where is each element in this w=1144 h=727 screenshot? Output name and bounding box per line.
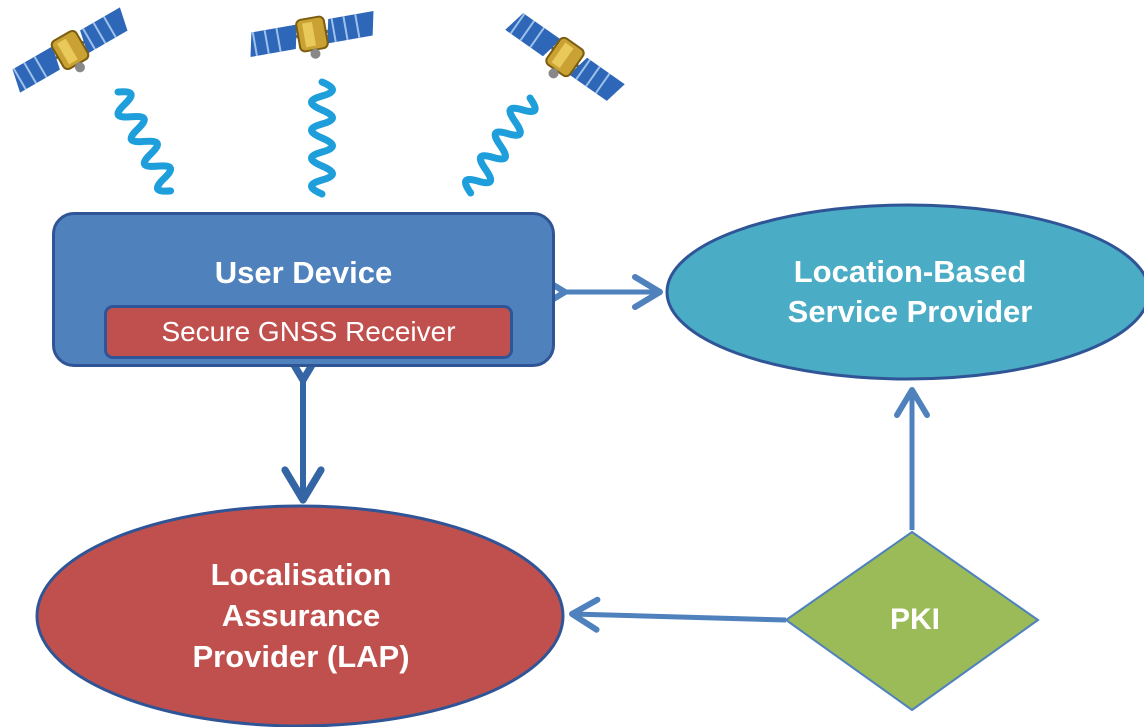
gnss-signal-icon bbox=[462, 92, 539, 198]
satellite-icon bbox=[496, 5, 629, 117]
user-device-title: User Device bbox=[214, 255, 393, 290]
lap-label-line3: Provider (LAP) bbox=[192, 639, 410, 674]
lbs-provider-node bbox=[665, 203, 1144, 381]
lap-node bbox=[35, 504, 565, 727]
satellite-icon bbox=[244, 5, 382, 72]
lap-label-line1: Localisation bbox=[210, 557, 392, 592]
gnss-signal-icon bbox=[109, 87, 180, 196]
lbs-provider-label: Location-Based Service Provider bbox=[725, 252, 1095, 332]
pki-label: PKI bbox=[889, 603, 940, 636]
gnss-signal-icon bbox=[312, 82, 333, 194]
lbs-provider-label-line2: Service Provider bbox=[787, 294, 1033, 329]
lap-label: Localisation Assurance Provider (LAP) bbox=[95, 554, 507, 677]
pki-node bbox=[784, 530, 1040, 712]
arrow-pki-lap bbox=[569, 596, 787, 633]
lbs-provider-label-line1: Location-Based bbox=[793, 254, 1027, 289]
secure-gnss-receiver: Secure GNSS Receiver bbox=[104, 305, 513, 359]
lap-label-line2: Assurance bbox=[221, 598, 381, 633]
